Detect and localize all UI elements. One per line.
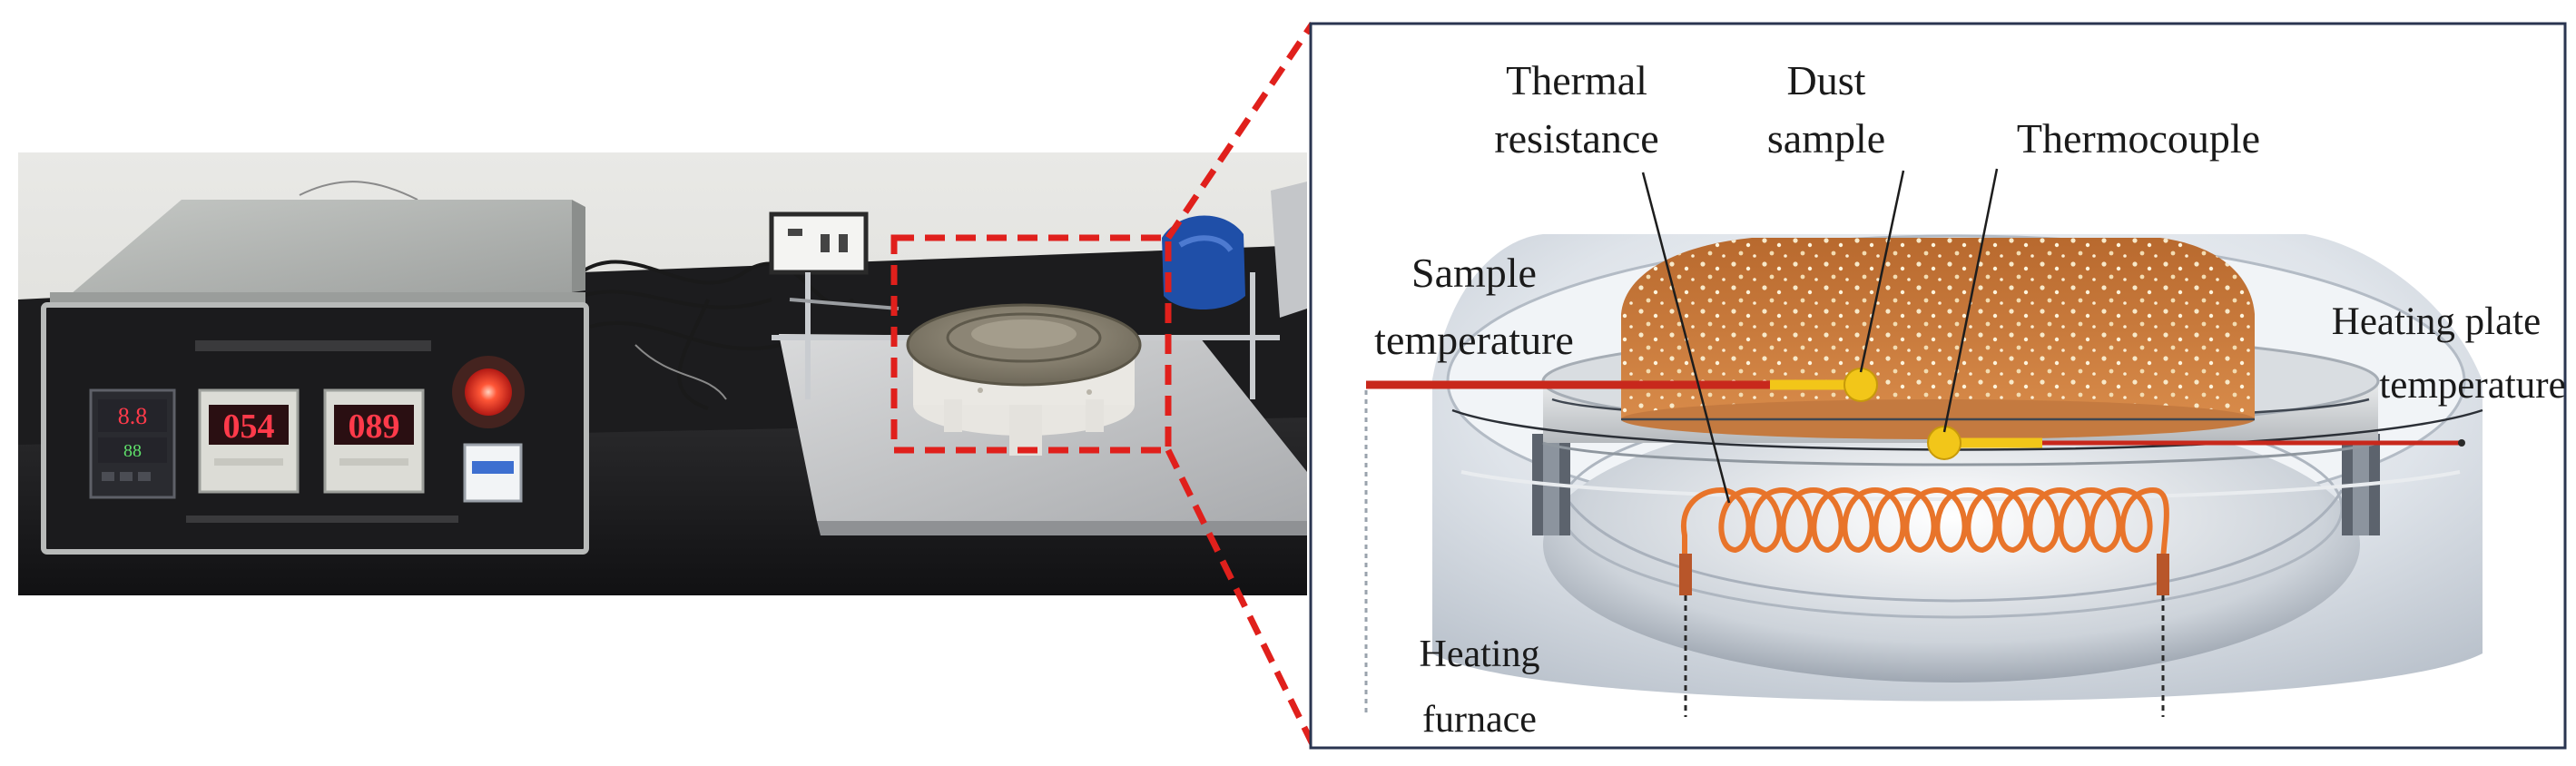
- label-heating-plate-temperature-2: temperature: [2379, 364, 2565, 407]
- label-sample-temperature-2: temperature: [1374, 317, 1574, 363]
- svg-text:8.8: 8.8: [118, 403, 148, 429]
- heating-stage-photo: [769, 182, 1307, 535]
- display-left-value: 054: [223, 408, 275, 446]
- label-dust-sample-2: sample: [1767, 115, 1885, 162]
- label-thermal-resistance-1: Thermal: [1506, 57, 1647, 103]
- plate-thermocouple: [1927, 426, 2465, 460]
- indicator-lamp: [465, 368, 512, 416]
- label-thermocouple: Thermocouple: [2017, 115, 2260, 162]
- leader-lines: [1641, 168, 1999, 504]
- heating-coil: [1680, 486, 2169, 582]
- power-socket: [769, 211, 869, 275]
- temperature-controller: 8.8 88 054 089: [41, 200, 589, 555]
- sample-thermocouple: [1364, 368, 1878, 717]
- label-sample-temperature-1: Sample: [1411, 250, 1537, 296]
- lab-photo: 8.8 88 054 089: [18, 152, 1307, 595]
- callout-line-bottom: [1165, 448, 1316, 746]
- callout-box: [890, 234, 1172, 454]
- callout-line-top: [1165, 22, 1315, 240]
- label-heating-furnace-1: Heating: [1420, 633, 1540, 675]
- display-right-value: 089: [349, 408, 400, 446]
- dust-sample: [1621, 238, 2255, 439]
- svg-text:88: 88: [123, 441, 142, 461]
- label-dust-sample-1: Dust: [1787, 57, 1866, 103]
- schematic-panel: Thermal resistance Dust sample Thermocou…: [1309, 22, 2567, 750]
- label-heating-plate-temperature-1: Heating plate: [2332, 300, 2541, 343]
- label-heating-furnace-2: furnace: [1422, 699, 1537, 741]
- blue-clamp: [1162, 215, 1245, 309]
- label-thermal-resistance-2: resistance: [1494, 115, 1658, 162]
